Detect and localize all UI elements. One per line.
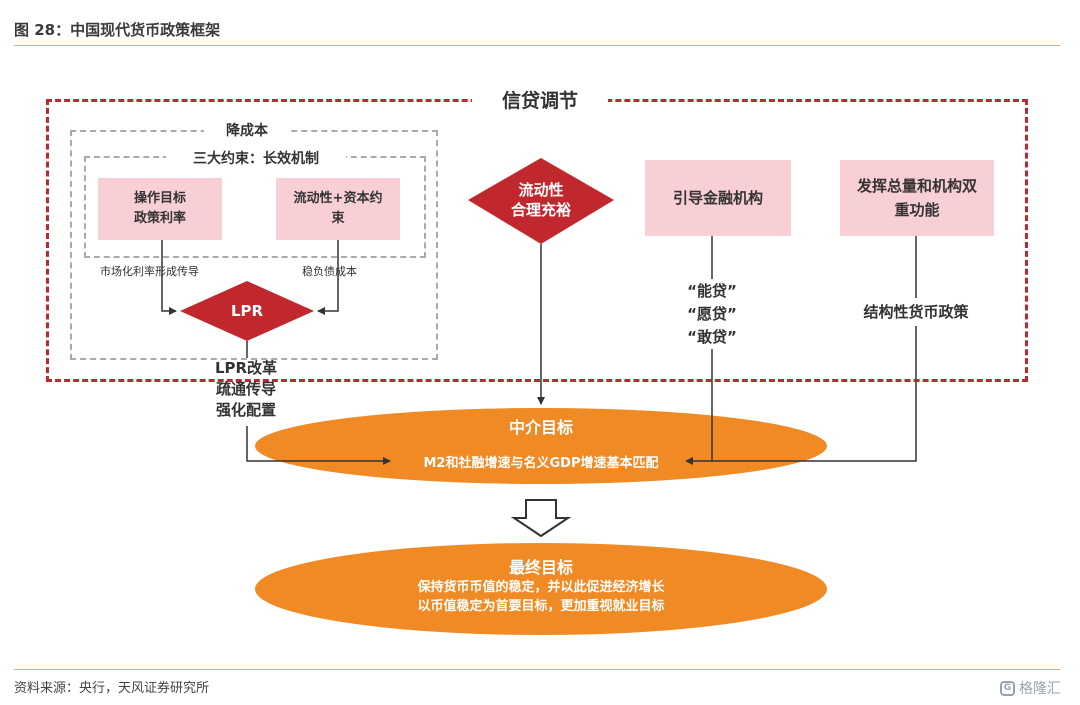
intermediate-target-title: 中介目标 bbox=[508, 418, 573, 437]
intermediate-target-text: M2和社融增速与名义GDP增速基本匹配 bbox=[423, 456, 659, 471]
arrow-liquidity-to-lpr bbox=[317, 240, 339, 315]
stable-liability-label: 稳负债成本 bbox=[302, 265, 357, 278]
willing-lend-labels: “能贷” “愿贷” “敢贷” bbox=[662, 280, 762, 349]
market-rate-label: 市场化利率形成传导 bbox=[100, 265, 199, 278]
liquidity-diamond-label: 流动性 合理充裕 bbox=[510, 181, 571, 219]
watermark-logo-icon: G bbox=[1000, 680, 1015, 696]
cost-reduction-label: 降成本 bbox=[204, 120, 290, 142]
arrow-struct-to-intermediate bbox=[685, 326, 917, 465]
credit-adjustment-label: 信贷调节 bbox=[472, 86, 608, 116]
liquidity-capital-box: 流动性+资本约 束 bbox=[276, 178, 400, 240]
lpr-reform-text: LPR改革 疏通传导 强化配置 bbox=[214, 359, 278, 419]
figure-title: 图 28：中国现代货币政策框架 bbox=[14, 21, 221, 39]
hollow-down-arrow bbox=[510, 499, 572, 538]
watermark-text: 格隆汇 bbox=[1019, 681, 1061, 697]
final-target-title: 最终目标 bbox=[508, 558, 573, 577]
intermediate-target-ellipse bbox=[255, 408, 827, 484]
operating-target-box: 操作目标 政策利率 bbox=[98, 178, 222, 240]
dual-function-box: 发挥总量和机构双 重功能 bbox=[840, 160, 994, 236]
lpr-diamond-label: LPR bbox=[230, 302, 264, 320]
structural-policy-label: 结构性货币政策 bbox=[846, 301, 986, 324]
three-constraints-label: 三大约束：长效机制 bbox=[166, 148, 346, 170]
liquidity-diamond bbox=[468, 158, 614, 244]
guide-institutions-box: 引导金融机构 bbox=[645, 160, 791, 236]
final-target-text: 保持货币币值的稳定，并以此促进经济增长 以币值稳定为首要目标，更加重视就业目标 bbox=[417, 580, 665, 614]
lpr-diamond bbox=[180, 281, 314, 341]
bottom-divider bbox=[14, 669, 1060, 670]
arrow-operating-to-lpr bbox=[161, 240, 177, 315]
final-target-ellipse bbox=[255, 543, 827, 635]
top-divider bbox=[14, 45, 1060, 46]
source-note: 资料来源：央行，天风证券研究所 bbox=[14, 681, 210, 696]
watermark: G 格隆汇 bbox=[1000, 678, 1061, 698]
arrow-lpr-to-intermediate bbox=[246, 426, 391, 465]
